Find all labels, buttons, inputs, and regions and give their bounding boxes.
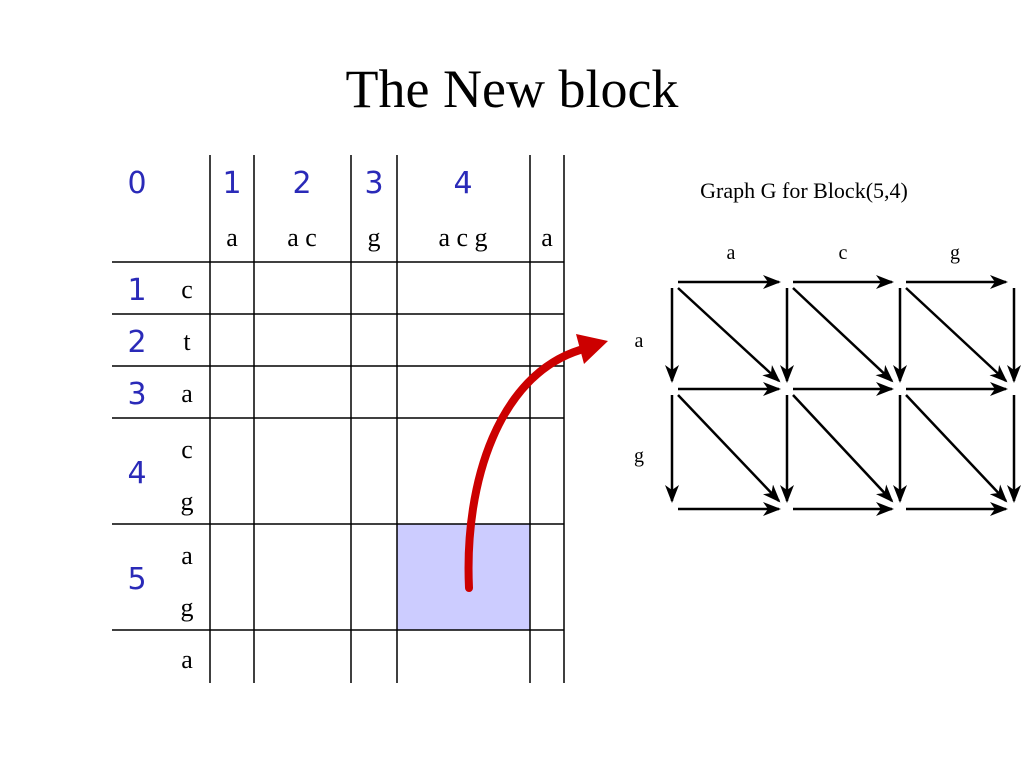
graph-diagonal-edge bbox=[905, 394, 1008, 503]
column-letter: a c g bbox=[438, 223, 487, 252]
column-letters: a a c g a c g a bbox=[226, 223, 553, 252]
column-letter: a bbox=[226, 223, 238, 252]
column-index: 1 bbox=[222, 166, 241, 201]
column-indices: 1 2 3 4 bbox=[222, 166, 472, 201]
row-letter: g bbox=[181, 487, 194, 516]
grid-vertical-lines bbox=[209, 155, 565, 683]
row-index: 2 bbox=[127, 325, 146, 360]
red-arrow-head-icon bbox=[576, 334, 608, 364]
column-letter: a c bbox=[287, 223, 317, 252]
row-index: 1 bbox=[127, 273, 146, 308]
graph-diagonal-edge bbox=[792, 394, 894, 503]
column-index: 4 bbox=[453, 166, 472, 201]
graph-column-letters: a c g bbox=[727, 242, 960, 264]
slide-title: The New block bbox=[345, 59, 679, 119]
graph-diagonal-edge bbox=[677, 394, 781, 503]
red-curved-arrow bbox=[464, 346, 584, 592]
graph-row-letters: a g bbox=[634, 330, 644, 467]
row-indices: 1 2 3 4 5 bbox=[127, 273, 146, 597]
column-index: 3 bbox=[364, 166, 383, 201]
graph-diagonal-edge bbox=[905, 287, 1008, 383]
graph-column-letter: g bbox=[950, 242, 960, 264]
row-letter: a bbox=[181, 645, 193, 674]
row-letters: c t a c g a g a bbox=[181, 275, 194, 674]
row-index: 5 bbox=[127, 562, 146, 597]
row-letter: c bbox=[181, 435, 193, 464]
graph-row-letter: a bbox=[635, 330, 644, 352]
corner-index: 0 bbox=[127, 166, 146, 201]
row-letter: a bbox=[181, 541, 193, 570]
graph-edges bbox=[665, 275, 1021, 516]
column-letter: g bbox=[368, 223, 381, 252]
graph-column-letter: c bbox=[839, 242, 848, 264]
graph-diagonal-edge bbox=[677, 287, 781, 383]
grid-horizontal-lines bbox=[112, 261, 564, 631]
row-letter: c bbox=[181, 275, 193, 304]
row-letter: g bbox=[181, 593, 194, 622]
column-index: 2 bbox=[292, 166, 311, 201]
graph-row-letter: g bbox=[634, 445, 644, 467]
graph-title: Graph G for Block(5,4) bbox=[700, 178, 908, 203]
row-index: 4 bbox=[127, 456, 146, 491]
row-letter: t bbox=[183, 327, 191, 356]
column-letter: a bbox=[541, 223, 553, 252]
graph-column-letter: a bbox=[727, 242, 736, 264]
row-index: 3 bbox=[127, 377, 146, 412]
graph-diagonal-edge bbox=[792, 287, 894, 383]
highlighted-block-cell bbox=[397, 524, 530, 630]
row-letter: a bbox=[181, 379, 193, 408]
